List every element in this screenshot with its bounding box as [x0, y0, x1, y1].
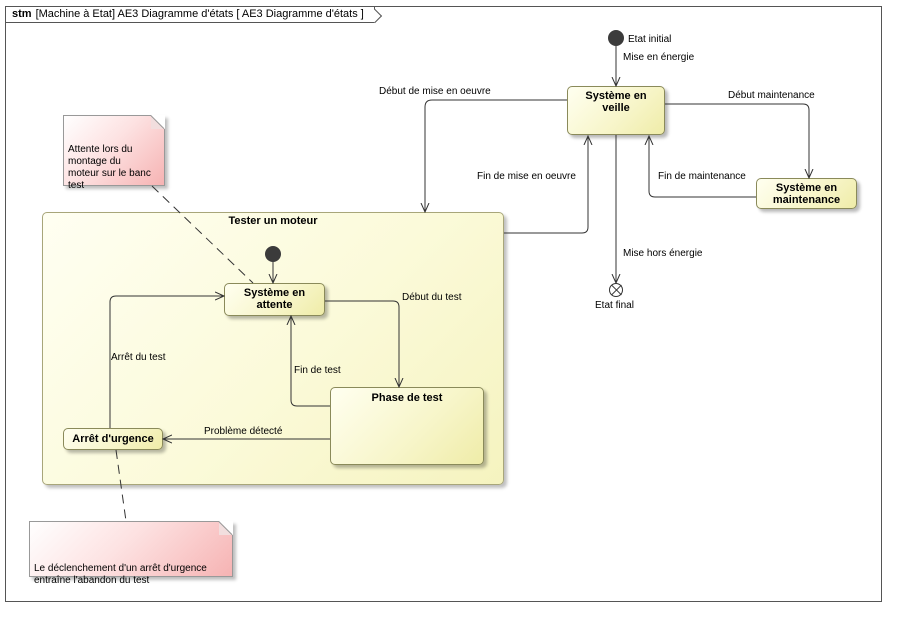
state-systeme-maintenance[interactable]: Système en maintenance: [756, 178, 857, 209]
frame-kind: stm: [12, 8, 32, 20]
note-text: Attente lors du montage du moteur sur le…: [68, 144, 151, 191]
edge-fin-test: [291, 316, 330, 407]
edge-fin-mise-oeuvre: [504, 136, 588, 234]
label-debut-test: Début du test: [402, 292, 462, 303]
note-fold: [219, 521, 233, 535]
diagram-frame: stm[Machine à Etat] AE3 Diagramme d'état…: [5, 6, 882, 602]
state-label: Système en veille: [585, 90, 647, 114]
initial-pseudostate: [608, 30, 624, 46]
final-state: [609, 283, 623, 297]
note-text: Le déclenchement d'un arrêt d'urgence en…: [34, 563, 207, 586]
state-arret-urgence[interactable]: Arrêt d'urgence: [63, 428, 163, 450]
note-anchor-attente: [151, 185, 254, 284]
state-systeme-veille[interactable]: Système en veille: [567, 86, 665, 135]
edge-debut-maintenance: [665, 103, 809, 178]
label-debut-mise-oeuvre: Début de mise en oeuvre: [379, 86, 491, 97]
edge-fin-maintenance: [649, 136, 756, 198]
state-label: Phase de test: [371, 392, 443, 404]
label-mise-hors-energie: Mise hors énergie: [623, 248, 703, 259]
frame-tab: stm[Machine à Etat] AE3 Diagramme d'état…: [6, 7, 375, 23]
inner-initial-pseudostate: [265, 246, 281, 262]
label-arret-test: Arrêt du test: [111, 352, 166, 363]
label-fin-mise-oeuvre: Fin de mise en oeuvre: [477, 171, 576, 182]
note-anchor-urgence: [115, 449, 127, 522]
state-systeme-attente[interactable]: Système en attente: [224, 283, 325, 316]
edge-debut-test: [325, 300, 399, 387]
state-label: Système en attente: [243, 287, 306, 311]
label-fin-test: Fin de test: [294, 365, 341, 376]
label-fin-maintenance: Fin de maintenance: [658, 171, 746, 182]
label-debut-maintenance: Début maintenance: [728, 90, 815, 101]
composite-state-title: Tester un moteur: [228, 215, 318, 227]
frame-title: [Machine à Etat] AE3 Diagramme d'états […: [35, 8, 364, 20]
edge-arret-test: [109, 296, 224, 428]
state-label: Système en maintenance: [772, 182, 841, 206]
initial-label: Etat initial: [628, 34, 672, 45]
state-phase-de-test[interactable]: Phase de test: [330, 387, 484, 465]
state-label: Arrêt d'urgence: [72, 433, 154, 445]
label-probleme-detecte: Problème détecté: [204, 426, 283, 437]
note-urgence[interactable]: Le déclenchement d'un arrêt d'urgence en…: [29, 521, 233, 586]
final-label: Etat final: [595, 300, 634, 311]
note-fold: [151, 115, 165, 129]
edge-debut-mise-oeuvre: [425, 99, 567, 212]
label-mise-en-energie: Mise en énergie: [623, 52, 695, 63]
note-attente[interactable]: Attente lors du montage du moteur sur le…: [63, 115, 165, 191]
